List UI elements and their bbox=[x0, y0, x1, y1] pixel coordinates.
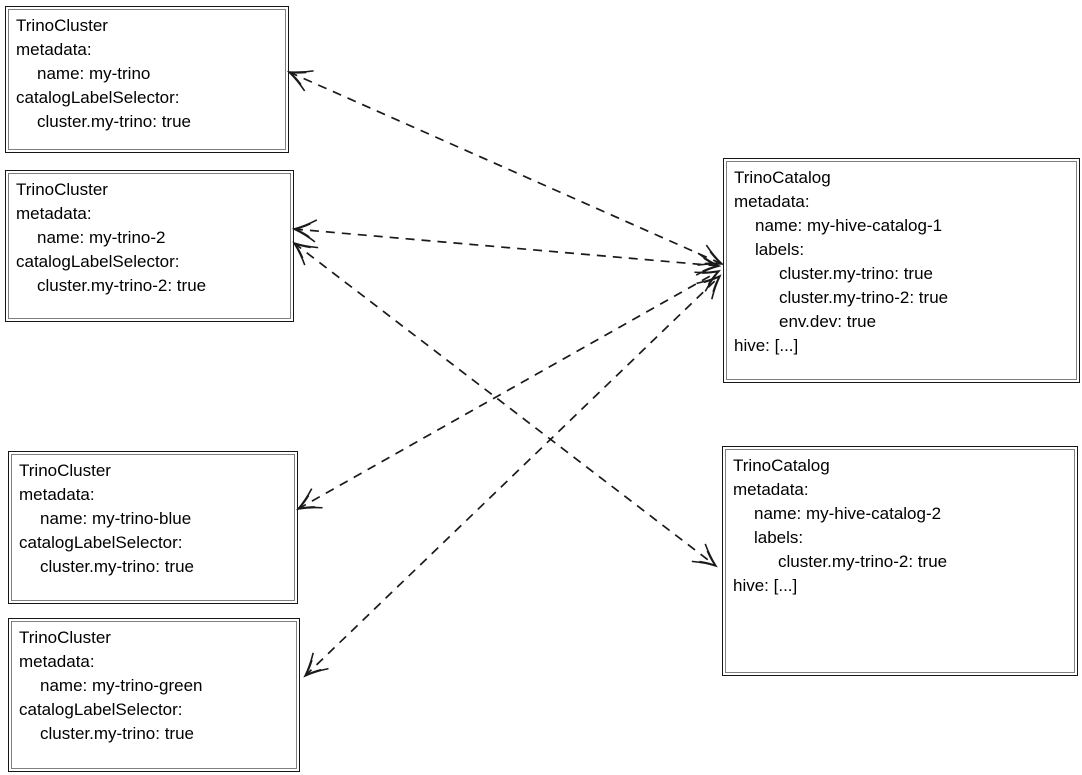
node-line: catalogLabelSelector: bbox=[16, 88, 180, 107]
node-line: metadata: bbox=[19, 485, 95, 504]
node-line: name: my-hive-catalog-1 bbox=[755, 216, 943, 235]
node-trino-cluster-my-trino-2: TrinoCluster metadata: name: my-trino-2 … bbox=[5, 170, 294, 322]
node-line: cluster.my-trino: true bbox=[37, 112, 191, 131]
node-line: TrinoCluster bbox=[16, 180, 108, 199]
node-line: hive: [...] bbox=[734, 336, 799, 355]
node-trino-cluster-my-trino: TrinoCluster metadata: name: my-trino ca… bbox=[5, 6, 289, 153]
node-line: cluster.my-trino-2: true bbox=[778, 552, 948, 571]
node-line: catalogLabelSelector: bbox=[19, 700, 183, 719]
node-line: metadata: bbox=[19, 652, 95, 671]
node-line: cluster.my-trino-2: true bbox=[37, 276, 207, 295]
edge-my-trino-green-to-my-hive-catalog-1 bbox=[303, 274, 722, 678]
node-line: name: my-trino bbox=[37, 64, 151, 83]
node-line: hive: [...] bbox=[733, 576, 798, 595]
node-line: name: my-hive-catalog-2 bbox=[754, 504, 942, 523]
node-line: cluster.my-trino-2: true bbox=[779, 288, 949, 307]
node-line: metadata: bbox=[734, 192, 810, 211]
node-line: TrinoCluster bbox=[19, 461, 111, 480]
node-line: env.dev: true bbox=[779, 312, 877, 331]
node-trino-catalog-my-hive-catalog-1: TrinoCatalog metadata: name: my-hive-cat… bbox=[723, 158, 1080, 383]
node-line: catalogLabelSelector: bbox=[16, 252, 180, 271]
node-trino-cluster-my-trino-green: TrinoCluster metadata: name: my-trino-gr… bbox=[8, 618, 300, 772]
node-line: TrinoCatalog bbox=[734, 168, 831, 187]
node-line: labels: bbox=[755, 240, 805, 259]
node-line: TrinoCluster bbox=[16, 16, 108, 35]
node-trino-catalog-my-hive-catalog-2: TrinoCatalog metadata: name: my-hive-cat… bbox=[722, 446, 1078, 676]
edge-my-trino-to-my-hive-catalog-1 bbox=[286, 70, 725, 266]
node-line: name: my-trino-green bbox=[40, 676, 203, 695]
node-trino-cluster-my-trino-blue: TrinoCluster metadata: name: my-trino-bl… bbox=[8, 451, 298, 604]
edge-my-trino-blue-to-my-hive-catalog-1 bbox=[295, 269, 722, 511]
node-line: TrinoCatalog bbox=[733, 456, 830, 475]
edge-my-trino-2-to-my-hive-catalog-1 bbox=[291, 219, 722, 276]
node-line: cluster.my-trino: true bbox=[779, 264, 933, 283]
node-line: catalogLabelSelector: bbox=[19, 533, 183, 552]
node-line: metadata: bbox=[16, 40, 92, 59]
node-line: name: my-trino-blue bbox=[40, 509, 192, 528]
node-line: cluster.my-trino: true bbox=[40, 557, 194, 576]
node-line: labels: bbox=[754, 528, 804, 547]
node-line: metadata: bbox=[16, 204, 92, 223]
edge-my-trino-2-to-my-hive-catalog-2 bbox=[292, 241, 718, 568]
node-line: cluster.my-trino: true bbox=[40, 724, 194, 743]
node-line: name: my-trino-2 bbox=[37, 228, 166, 247]
node-line: TrinoCluster bbox=[19, 628, 111, 647]
node-line: metadata: bbox=[733, 480, 809, 499]
